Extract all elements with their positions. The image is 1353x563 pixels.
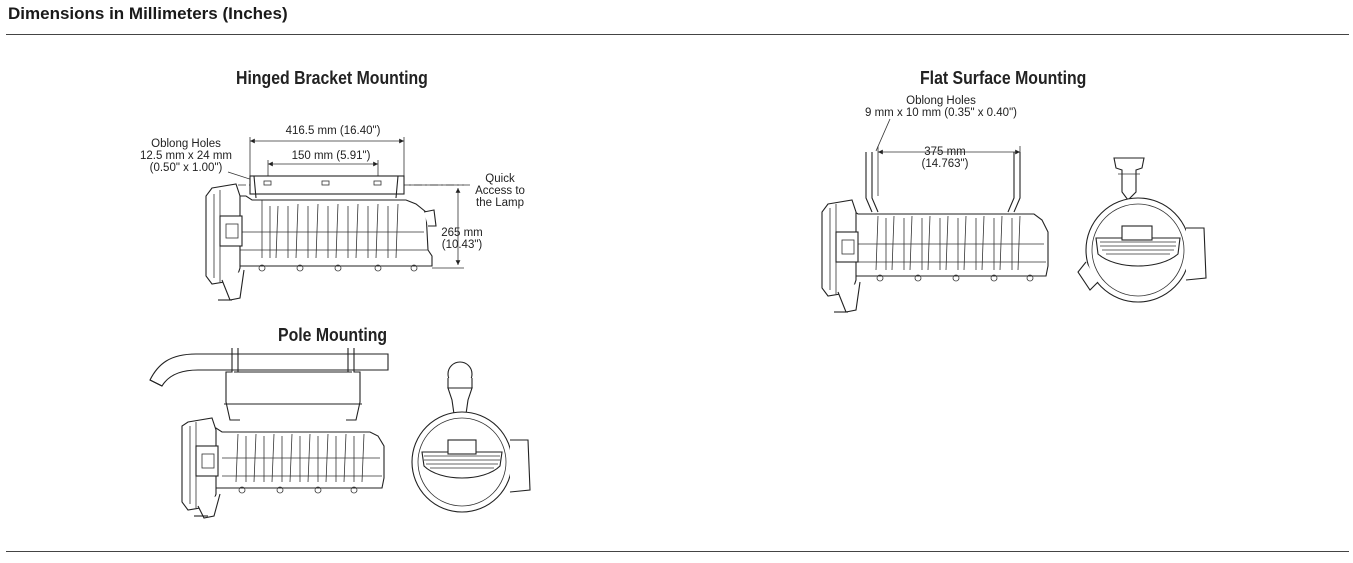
flat-surface-title: Flat Surface Mounting [920,68,1087,88]
hole-spacing-dimension: 150 mm (5.91") [291,150,371,162]
top-divider [6,34,1349,35]
hinged-oblong-holes-label: Oblong Holes 12.5 mm x 24 mm (0.50" x 1.… [139,138,233,174]
quick-access-label: Quick Access to the Lamp [475,173,525,209]
pole-mounting-title: Pole Mounting [278,325,388,345]
height-dimension: 265 mm (10.43") [441,227,483,251]
bottom-divider [6,551,1349,552]
flat-surface-fixture [821,118,1207,313]
section-title: Dimensions in Millimeters (Inches) [8,4,288,23]
hinged-bracket-title: Hinged Bracket Mounting [236,68,428,88]
flat-oblong-holes-label: Oblong Holes 9 mm x 10 mm (0.35" x 0.40"… [865,95,1017,119]
overall-width-dimension: 416.5 mm (16.40") [285,125,381,137]
pole-mounting-fixture [149,348,531,519]
hinged-bracket-fixture [205,137,470,301]
